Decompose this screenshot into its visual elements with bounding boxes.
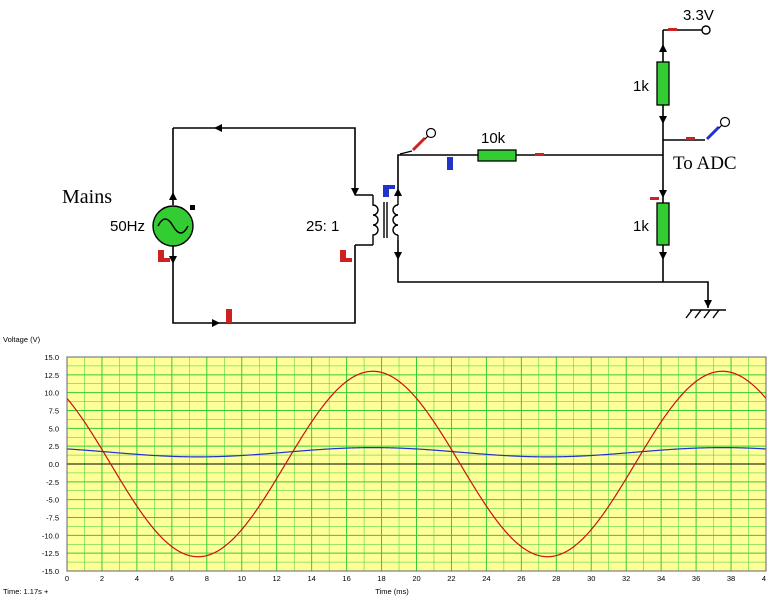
- time-readout: Time: 1.17s +: [3, 587, 49, 596]
- plot-frame: [66, 356, 767, 572]
- marker-red-source-base: [158, 258, 170, 262]
- marker-blue-node: [447, 157, 453, 170]
- x-tick-label: 0: [65, 574, 69, 583]
- arrow-source-bottom: [169, 256, 177, 264]
- x-tick-label: 34: [657, 574, 665, 583]
- bottom-resistor-label: 1k: [633, 218, 649, 235]
- traces: [66, 370, 767, 558]
- y-tick-label: 5.0: [49, 424, 59, 433]
- current-arrows: [169, 44, 712, 327]
- marker-red-primary-base: [340, 258, 352, 262]
- x-tick-label: 14: [307, 574, 315, 583]
- series-resistor-label: 10k: [481, 130, 506, 147]
- x-tick-label: 4: [762, 574, 766, 583]
- supply-voltage-label: 3.3V: [683, 7, 714, 24]
- secondary-wire-top: [397, 154, 478, 192]
- y-tick-label: -7.5: [46, 514, 59, 523]
- y-tick-label: -10.0: [42, 531, 59, 540]
- arrow-secondary-down: [394, 252, 402, 260]
- y-tick-label: 12.5: [44, 371, 59, 380]
- x-tick-label: 10: [238, 574, 246, 583]
- x-tick-label: 2: [100, 574, 104, 583]
- x-tick-label: 22: [447, 574, 455, 583]
- arrow-primary-right-down: [351, 188, 359, 196]
- y-tick-label: 2.5: [49, 442, 59, 451]
- x-tick-label: 32: [622, 574, 630, 583]
- y-tick-label: 7.5: [49, 407, 59, 416]
- blue-trace-line: [66, 446, 767, 458]
- primary-wire-top: [173, 127, 356, 195]
- transformer-secondary-coil: [392, 204, 399, 236]
- x-tick-label: 6: [170, 574, 174, 583]
- series-resistor-10k: [477, 149, 517, 162]
- y-tick-label: -12.5: [42, 549, 59, 558]
- source-frequency-label: 50Hz: [110, 218, 145, 235]
- sine-icon: [157, 218, 189, 234]
- y-axis-label: Voltage (V): [3, 335, 41, 344]
- arrow-ground: [704, 300, 712, 308]
- arrow-divider-top: [659, 44, 667, 52]
- red-trace-line: [66, 370, 767, 558]
- mains-label: Mains: [62, 186, 112, 208]
- arrow-divider-bottom: [659, 252, 667, 260]
- arrow-primary-left-up: [169, 192, 177, 200]
- x-tick-label: 8: [205, 574, 209, 583]
- marker-red-adc: [686, 137, 695, 140]
- arrow-divider-mid: [659, 116, 667, 124]
- ac-source: [152, 205, 195, 247]
- y-tick-label: -15.0: [42, 567, 59, 576]
- x-tick-label: 12: [273, 574, 281, 583]
- oscilloscope-plot: Voltage (V) 15.0 12.5 10.0 7.5 5.0 2.5 0.0 -2.5…: [3, 335, 767, 596]
- marker-blue-secondary: [383, 185, 389, 197]
- adc-output-label: To ADC: [673, 153, 737, 174]
- x-tick-label: 28: [552, 574, 560, 583]
- source-polarity-mark: [190, 205, 195, 210]
- marker-red-primary: [340, 250, 346, 262]
- arrow-primary-bottom: [212, 319, 220, 327]
- x-tick-label: 4: [135, 574, 139, 583]
- x-tick-label: 36: [692, 574, 700, 583]
- transformer-primary-coil: [372, 195, 379, 245]
- red-probe-icon: [399, 127, 437, 155]
- marker-red-bottom-res: [650, 197, 659, 200]
- arrow-divider-low: [659, 190, 667, 198]
- circuit-schematic: Mains 50Hz 25: 1 10k 3.3V 1k 1k To ADC: [62, 7, 737, 327]
- blue-probe-icon: [705, 116, 731, 141]
- x-tick-label: 26: [517, 574, 525, 583]
- y-tick-label: 15.0: [44, 353, 59, 362]
- y-tick-labels: 15.0 12.5 10.0 7.5 5.0 2.5 0.0 -2.5 -5.0 -7.5 -10.…: [42, 353, 59, 576]
- marker-red-10k: [535, 153, 544, 156]
- x-tick-label: 18: [377, 574, 385, 583]
- y-tick-label: 10.0: [44, 389, 59, 398]
- marker-blue-secondary-top: [383, 185, 395, 189]
- x-tick-label: 16: [342, 574, 350, 583]
- top-resistor-label: 1k: [633, 78, 649, 95]
- top-resistor-1k: [656, 61, 670, 106]
- y-tick-label: -5.0: [46, 496, 59, 505]
- transformer: [355, 192, 399, 246]
- marker-red-bottom: [226, 309, 232, 323]
- x-tick-label: 20: [412, 574, 420, 583]
- probe-markers: [158, 28, 695, 323]
- primary-wire-left-bottom: [172, 245, 356, 324]
- supply-terminal-icon: [701, 25, 711, 35]
- transformer-ratio-label: 25: 1: [306, 218, 339, 235]
- bottom-resistor-1k: [656, 202, 670, 246]
- arrow-primary-top: [214, 124, 222, 132]
- marker-red-supply: [668, 28, 677, 31]
- secondary-wire-bottom: [397, 240, 709, 308]
- marker-red-source: [158, 250, 164, 262]
- wires: [172, 29, 709, 324]
- x-tick-label: 30: [587, 574, 595, 583]
- x-axis-label: Time (ms): [375, 587, 409, 596]
- ground-icon: [685, 309, 726, 319]
- x-tick-label: 24: [482, 574, 490, 583]
- x-tick-label: 38: [727, 574, 735, 583]
- y-tick-label: 0.0: [49, 460, 59, 469]
- y-tick-label: -2.5: [46, 478, 59, 487]
